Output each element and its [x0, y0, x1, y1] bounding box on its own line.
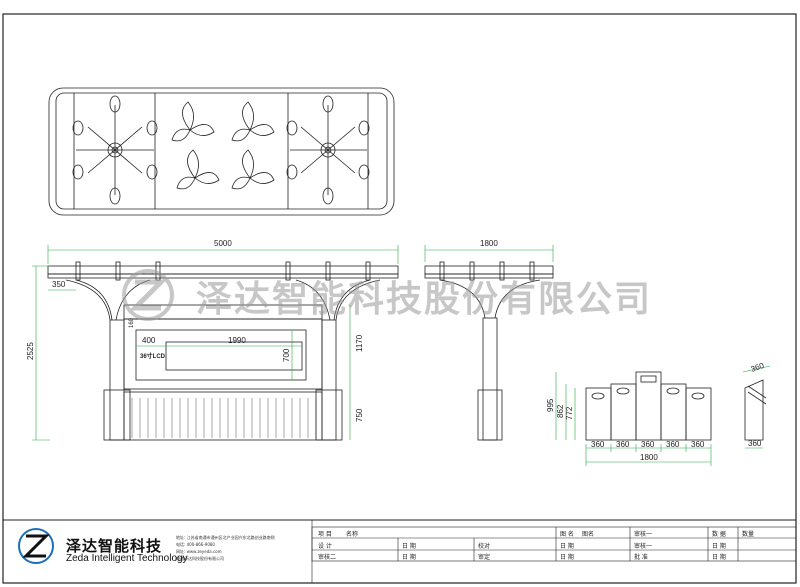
- tb-label: 日 期: [712, 543, 726, 550]
- tb-label: 审核一: [634, 531, 653, 538]
- dim-bin-side-width: 360: [748, 439, 762, 448]
- tb-label: 设 计: [318, 543, 332, 550]
- tb-label: 数 据: [712, 531, 726, 538]
- sheet-border: [2, 13, 797, 584]
- dim-side-view-width: 1800: [480, 239, 498, 248]
- dim-side-height: 1170: [355, 334, 364, 352]
- tb-label: 项 目: [318, 531, 332, 538]
- dim-total-width: 5000: [214, 239, 232, 248]
- company-info-line: 地址: 江苏省南通市通州区北产业园兴东北路创业路南侧: [176, 535, 275, 540]
- front-dimension-labels: 5000 350 2525 1170 750 400 1990 700 160 …: [26, 239, 364, 422]
- company-info-line: 电话: 400-866-9080: [176, 542, 215, 547]
- tb-label: 名称: [346, 531, 359, 538]
- company-info-line: 网址: www.zeyeda.com: [176, 549, 222, 554]
- lcd-label: 36寸LCD: [140, 352, 166, 360]
- dim-bins-height-c: 772: [565, 406, 574, 420]
- dim-panel-offset: 400: [142, 336, 156, 345]
- tb-label: 日 期: [712, 554, 726, 561]
- dim-panel-width: 1990: [228, 336, 246, 345]
- watermark: 泽达智能科技股份有限公司: [118, 266, 698, 324]
- dim-offset-left: 350: [52, 280, 66, 289]
- company-info-line: 南通泽达科技股份有限公司: [176, 556, 224, 561]
- dim-bin-width: 360: [691, 440, 705, 449]
- bins-dimension-labels: 995 862 772 360 360 360 360 360 1800: [546, 398, 705, 462]
- dim-bins-height-b: 862: [556, 404, 565, 418]
- dim-bins-height-a: 995: [546, 398, 555, 412]
- roof-top-view: [48, 87, 395, 216]
- tb-label: 审核二: [318, 554, 337, 561]
- roof-star-left: [72, 95, 158, 205]
- dim-bins-total: 1800: [640, 453, 658, 462]
- title-block-grid: [311, 520, 797, 583]
- tb-label: 审核一: [634, 543, 653, 550]
- tb-label: 校对: [478, 543, 491, 550]
- tb-label: 审定: [478, 554, 491, 561]
- dim-bin-width: 360: [641, 440, 655, 449]
- watermark-text: 泽达智能科技股份有限公司: [196, 279, 653, 320]
- tb-label: 日 期: [402, 543, 416, 550]
- dim-total-height: 2525: [26, 342, 35, 360]
- dim-bin-width: 360: [666, 440, 680, 449]
- tb-label: 批 准: [634, 554, 648, 561]
- bin-side-view: [742, 365, 771, 449]
- bins-dimensions: [555, 372, 712, 466]
- company-name-cn: 泽达智能科技: [66, 537, 163, 555]
- lcd-display: [135, 329, 307, 381]
- dim-small-mark: 160: [129, 317, 135, 328]
- dim-bin-width: 360: [591, 440, 605, 449]
- dim-panel-height: 700: [282, 348, 291, 362]
- front-dimensions: [32, 245, 399, 441]
- bins-front-view: [585, 371, 712, 441]
- zeda-logo-icon: [18, 528, 54, 564]
- base-panel: [123, 391, 323, 441]
- dim-bin-width: 360: [616, 440, 630, 449]
- shelter-side-view: [424, 245, 554, 441]
- roof-leaf-motifs: [171, 101, 275, 190]
- tb-label: 日 期: [560, 554, 574, 561]
- watermark-logo-icon: [122, 269, 174, 321]
- dim-bin-side-depth: 360: [750, 361, 766, 374]
- tb-label: 数量: [742, 531, 755, 538]
- tb-label: 日 期: [560, 543, 574, 550]
- roof-purlins: [75, 261, 371, 281]
- base-slats: [131, 398, 317, 438]
- roof-star-right: [286, 95, 370, 205]
- dim-base-height: 750: [355, 408, 364, 422]
- tb-label: 图名: [582, 531, 595, 538]
- shelter-front-view: [47, 261, 399, 441]
- tb-label: 日 期: [402, 554, 416, 561]
- company-name-en: Zeda Intelligent Technology: [66, 553, 188, 564]
- tb-label: 图 名: [560, 531, 574, 538]
